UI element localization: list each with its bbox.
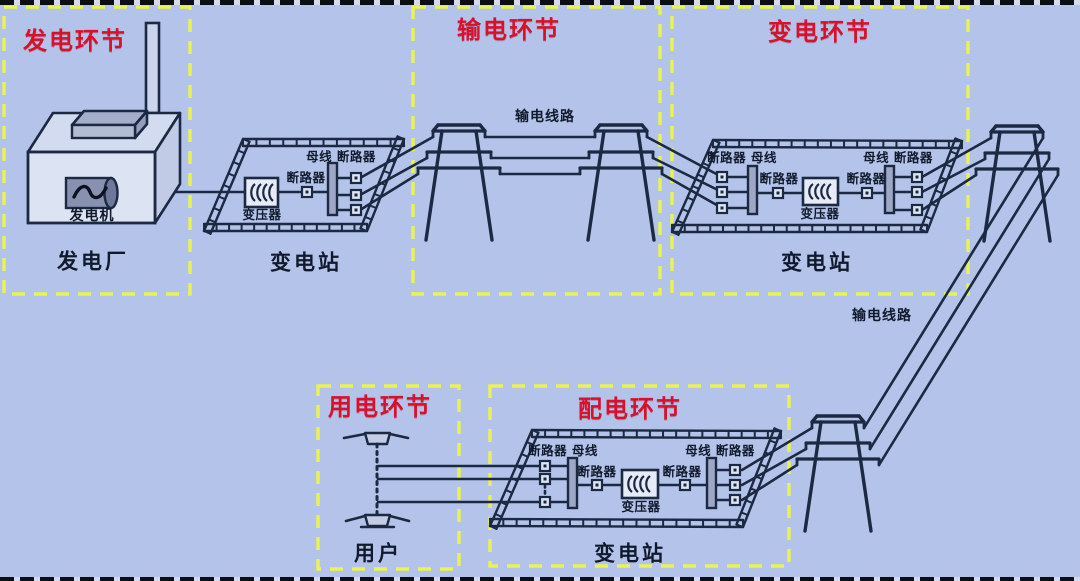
sub2-breaker-right bbox=[860, 186, 874, 200]
sub1-breaker bbox=[300, 185, 314, 199]
electricity-users bbox=[342, 431, 411, 529]
transmission-zone-title: 输电环节 bbox=[457, 16, 561, 44]
sub2-in-breaker-2 bbox=[715, 185, 729, 199]
power-plant bbox=[26, 21, 182, 225]
transmission-tower-1 bbox=[416, 123, 502, 242]
sub2-breaker-right-label: 断路器 bbox=[846, 170, 886, 186]
conductor-wires bbox=[112, 135, 1060, 504]
sub1-transformer-label: 变压器 bbox=[242, 206, 282, 222]
sub3-transformer bbox=[620, 468, 660, 500]
sub3-breaker-left-label: 断路器 bbox=[577, 463, 617, 479]
sub2-breaker-busbar-label: 断路器 母线 bbox=[707, 149, 777, 165]
sub2-out-breaker-2 bbox=[910, 185, 924, 199]
sub3-out-breaker-2 bbox=[728, 478, 742, 492]
sub2-busbar-left bbox=[746, 164, 759, 216]
sub3-busbar-right bbox=[705, 456, 718, 510]
plant-name: 发电厂 bbox=[57, 249, 129, 274]
sub1-transformer bbox=[243, 176, 280, 209]
sub2-in-breaker-1 bbox=[715, 170, 729, 184]
consumption-zone-title: 用电环节 bbox=[328, 393, 432, 421]
transmission-line-label-right: 输电线路 bbox=[852, 308, 912, 324]
transmission-tower-3 bbox=[974, 124, 1060, 243]
sub3-busbar-breaker-label: 母线 断路器 bbox=[685, 442, 755, 458]
consumption-zone-box bbox=[316, 384, 461, 571]
substation-1-name: 变电站 bbox=[270, 250, 342, 275]
sub1-busbar bbox=[326, 161, 339, 217]
sub1-busbar-breaker-label: 母线 断路器 bbox=[306, 148, 376, 164]
transformation-zone-title: 变电环节 bbox=[768, 18, 872, 46]
transmission-zone-box bbox=[411, 5, 662, 296]
generator-cylinder bbox=[64, 176, 119, 210]
substation-2-name: 变电站 bbox=[781, 250, 853, 275]
distribution-zone-title: 配电环节 bbox=[578, 395, 682, 423]
sub2-breaker-left bbox=[771, 186, 785, 200]
top-dashed-border bbox=[0, 0, 1080, 5]
sub3-feeder-breaker-3 bbox=[538, 495, 552, 509]
sub3-feeder-breaker-1 bbox=[538, 459, 552, 473]
transmission-tower-2 bbox=[578, 123, 664, 242]
sub3-breaker-right-label: 断路器 bbox=[662, 463, 702, 479]
sub3-breaker-left bbox=[590, 478, 604, 492]
generation-zone-box bbox=[2, 5, 192, 296]
sub1-feeder-breaker-2 bbox=[349, 188, 363, 202]
sub3-feeder-breaker-2 bbox=[538, 472, 552, 486]
transmission-line-label-top: 输电线路 bbox=[515, 109, 575, 125]
sub1-feeder-breaker-1 bbox=[349, 171, 363, 185]
generator-label: 发电机 bbox=[69, 208, 115, 224]
sub2-busbar-breaker-label: 母线 断路器 bbox=[863, 149, 933, 165]
distribution-zone-box bbox=[488, 384, 791, 568]
sub3-busbar-left bbox=[566, 456, 579, 510]
sub3-out-breaker-3 bbox=[728, 493, 742, 507]
sub2-transformer-label: 变压器 bbox=[800, 205, 840, 221]
transmission-tower-4 bbox=[795, 414, 881, 533]
sub2-in-breaker-3 bbox=[715, 201, 729, 215]
sub3-breaker-busbar-label: 断路器 母线 bbox=[528, 442, 598, 458]
sub3-transformer-label: 变压器 bbox=[621, 498, 661, 514]
sub2-busbar-right bbox=[883, 164, 896, 215]
sub3-out-breaker-1 bbox=[728, 463, 742, 477]
bottom-dashed-border bbox=[0, 577, 1080, 581]
sub3-breaker-right bbox=[678, 478, 692, 492]
sub2-transformer bbox=[801, 176, 840, 207]
sub1-breaker-label: 断路器 bbox=[286, 169, 326, 185]
sub1-feeder-breaker-3 bbox=[349, 203, 363, 217]
user-name: 用户 bbox=[354, 541, 402, 566]
generation-zone-title: 发电环节 bbox=[23, 27, 127, 55]
substation-3-name: 变电站 bbox=[594, 541, 666, 566]
sub2-breaker-left-label: 断路器 bbox=[759, 170, 799, 186]
sub2-out-breaker-1 bbox=[910, 170, 924, 184]
sub2-out-breaker-3 bbox=[910, 203, 924, 217]
